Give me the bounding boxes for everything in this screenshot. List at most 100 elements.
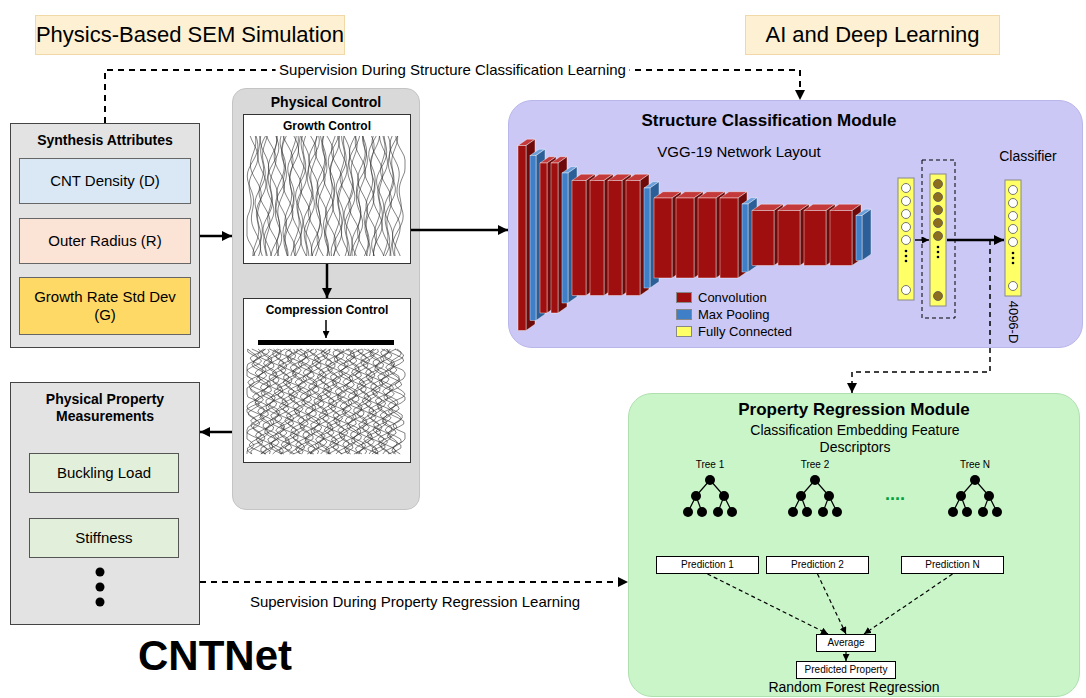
cnt-fiber (352, 136, 366, 256)
prediction-box: Prediction N (901, 556, 1004, 574)
node-title: Stiffness (75, 529, 132, 547)
legend-swatch (676, 292, 692, 303)
tree-node (727, 507, 737, 517)
cnt-fiber (250, 349, 271, 454)
cnt-fiber (303, 349, 324, 454)
node-title: Predicted Property (805, 664, 888, 676)
cnt-fiber (374, 136, 387, 256)
cnt-fiber (288, 349, 309, 454)
cnt-fiber (260, 136, 274, 256)
neuron (902, 184, 911, 193)
tree-node (691, 491, 701, 501)
convolution-layer (608, 174, 631, 180)
cnt-fiber (390, 136, 403, 256)
cnt-fiber (363, 136, 374, 256)
neuron (902, 197, 911, 206)
node-title: Compression Control (244, 303, 410, 317)
pooling-layer (742, 198, 757, 204)
cnt-fiber (328, 136, 341, 256)
cnt-fiber (325, 136, 338, 256)
ellipsis-dot (937, 246, 940, 249)
legend-entry: Convolution (676, 290, 767, 306)
cnt-fiber (348, 349, 369, 454)
tree-node (719, 491, 729, 501)
cnt-fiber (281, 349, 301, 454)
cnt-fiber (286, 349, 307, 454)
legend-text: Max Pooling (698, 307, 770, 323)
connector (200, 235, 232, 238)
cnt-fiber (380, 349, 402, 454)
cnt-fiber (268, 136, 279, 256)
legend-entry: Fully Connected (676, 324, 792, 340)
tree-branch (983, 496, 989, 512)
neuron (902, 236, 911, 245)
ellipsis-dot (905, 250, 908, 253)
convolution-layer (694, 192, 703, 278)
node-text: Random Forest Regression (629, 679, 1079, 695)
cnt-fiber (359, 349, 379, 454)
neuron (934, 219, 943, 228)
cnt-fiber (300, 136, 311, 256)
neuron (1009, 238, 1018, 247)
attribute-box: Outer Radius (R) (19, 218, 191, 264)
node-title: Prediction N (925, 559, 979, 571)
convolution-layer (586, 174, 595, 295)
cnt-fiber (258, 349, 279, 454)
connector (708, 574, 829, 634)
cnt-fiber (268, 349, 289, 454)
cnt-fiber (366, 136, 379, 256)
connector (105, 70, 800, 123)
fully-connected-layer (1005, 180, 1021, 296)
fully-connected-layer (930, 174, 946, 306)
node-text: Classification Embedding Feature Descrip… (750, 422, 960, 456)
cnt-fiber (273, 349, 294, 454)
cnt-fiber (340, 136, 351, 256)
cnt-fiber (308, 349, 329, 454)
cnt-fiber (331, 349, 352, 454)
convolution-layer (572, 181, 586, 296)
tree-branch (975, 480, 989, 496)
cnt-fiber (344, 136, 355, 256)
ellipsis-dot (96, 568, 105, 577)
cnt-fiber (368, 349, 389, 454)
ellipsis-dot (96, 598, 105, 607)
cnt-fiber (383, 136, 395, 256)
cnt-fiber (303, 136, 316, 256)
neuron (1009, 225, 1018, 234)
cnt-fiber (247, 136, 260, 256)
node-title: Synthesis Attributes (11, 132, 199, 149)
tree-branch (801, 480, 815, 496)
connector (326, 264, 329, 298)
neuron (934, 292, 943, 301)
convolution-layer (752, 211, 774, 266)
cnt-fiber (271, 136, 284, 256)
simulation-box: Compression Control (243, 298, 411, 463)
cnt-fiber (247, 349, 267, 454)
cnt-fiber (316, 349, 336, 454)
cnt-fiber (372, 136, 383, 256)
tree-branch (815, 480, 829, 496)
module-panel: Property Regression ModuleClassification… (628, 393, 1080, 697)
simulation-box: Growth Control (243, 114, 411, 264)
pooling-layer (568, 167, 577, 303)
cnt-fiber (248, 349, 270, 454)
ellipsis-dot (905, 260, 908, 263)
node-title: Prediction 2 (791, 559, 844, 571)
tree-branch (793, 496, 801, 512)
legend-text: Fully Connected (698, 324, 792, 340)
pooling-layer (530, 149, 545, 155)
output-box: Predicted Property (796, 661, 896, 679)
prediction-box: Prediction 1 (656, 556, 759, 574)
ellipsis-dot (1012, 252, 1015, 255)
cnt-fiber (284, 349, 303, 454)
cnt-fiber (343, 349, 364, 454)
layer-arrow (947, 239, 1004, 242)
tree-node (832, 507, 842, 517)
convolution-layer (698, 192, 725, 198)
tree-node (824, 491, 834, 501)
cnt-fiber (364, 136, 375, 256)
cnt-fiber (306, 349, 327, 454)
convolution-layer (804, 211, 826, 266)
neuron (902, 210, 911, 219)
tree-node (796, 491, 806, 501)
